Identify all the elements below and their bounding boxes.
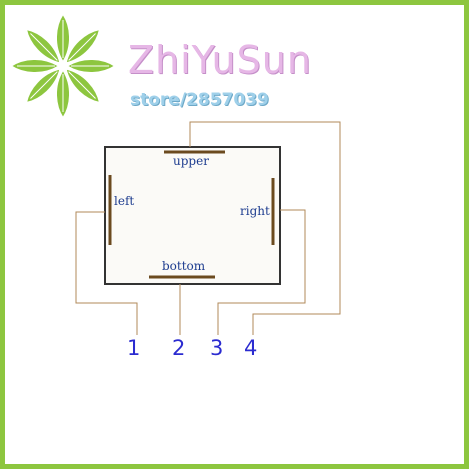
pin-2-label: 2 [172, 336, 186, 360]
pin-3-label: 3 [210, 336, 224, 360]
pin-4-label: 4 [244, 336, 258, 360]
bottom-label: bottom [162, 259, 206, 273]
upper-label: upper [173, 154, 209, 168]
left-label: left [114, 194, 135, 208]
upper-lead-wire [189, 121, 341, 335]
brand-name: ZhiYuSun [128, 38, 312, 82]
pin-1-label: 1 [127, 336, 141, 360]
store-id-label: store/2857039 [130, 90, 269, 110]
leaf-logo-icon [9, 12, 117, 120]
sensor-housing [104, 146, 281, 285]
right-lead-wire [217, 209, 306, 335]
left-lead-wire [75, 211, 138, 335]
right-label: right [240, 204, 270, 218]
